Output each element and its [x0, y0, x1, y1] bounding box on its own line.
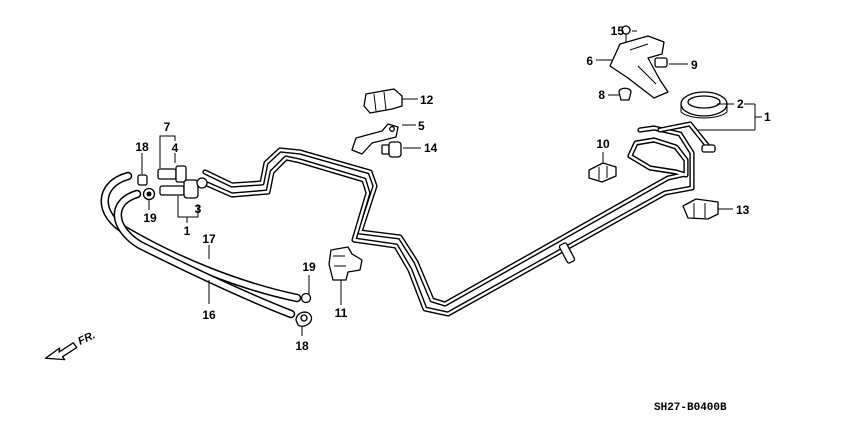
fuel-hoses [100, 171, 302, 319]
upper-mid-parts [351, 88, 403, 158]
callout-5: 5 [418, 119, 425, 133]
front-direction-marker: FR. [44, 329, 97, 361]
callout-18-top: 18 [135, 140, 149, 154]
leader-lines [141, 30, 762, 336]
callout-19-left: 19 [143, 211, 157, 225]
callout-17: 17 [202, 232, 216, 246]
callout-12: 12 [420, 93, 434, 107]
callout-18-bottom: 18 [295, 339, 309, 353]
front-arrow-icon [44, 342, 78, 361]
callout-15: 15 [611, 24, 625, 38]
callout-7: 7 [164, 120, 171, 134]
callout-11: 11 [335, 306, 348, 320]
callout-9: 9 [691, 58, 698, 72]
callout-13: 13 [736, 203, 750, 217]
callout-8: 8 [598, 88, 605, 102]
callout-2: 2 [737, 97, 744, 111]
callout-3: 3 [195, 202, 202, 216]
center-fittings [295, 246, 363, 327]
right-parts [588, 25, 728, 220]
callout-16: 16 [202, 308, 216, 322]
front-label: FR. [76, 329, 97, 347]
callout-1-right: 1 [764, 110, 771, 124]
left-joint-assembly [137, 165, 208, 201]
callout-19-mid: 19 [302, 260, 316, 274]
diagram-code: SH27-B0400B [654, 402, 727, 414]
callout-6: 6 [586, 54, 593, 68]
callout-10: 10 [596, 137, 610, 151]
main-pipe-assembly [202, 121, 713, 317]
callout-1-left: 1 [184, 224, 191, 238]
callout-numbers: 15 6 9 8 2 1 10 13 12 5 14 7 4 18 19 3 1… [135, 24, 771, 353]
callout-14: 14 [424, 141, 438, 155]
callout-4: 4 [172, 141, 179, 155]
